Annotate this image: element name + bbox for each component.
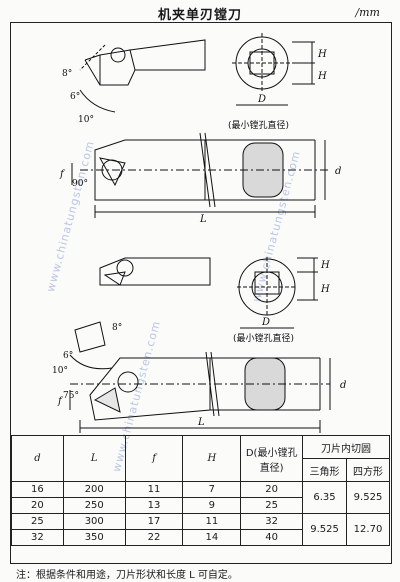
dim-D-bottom-label: D: [261, 317, 270, 328]
header-square: 四方形: [346, 458, 390, 482]
cell-H: 9: [182, 497, 242, 514]
page-title: 机夹单刃镗刀: [157, 8, 242, 23]
bottom-section-view: [237, 257, 318, 329]
header-insert-circle: 刀片内切圆: [302, 435, 390, 459]
cell-d: 20: [11, 497, 64, 514]
header-f: f: [124, 435, 184, 482]
header-L: L: [62, 435, 126, 482]
cell-L: 250: [62, 497, 126, 514]
header-H: H: [182, 435, 242, 482]
top-tool-head-view: [79, 39, 206, 113]
cell-triangle-small: 6.35: [302, 481, 347, 514]
cell-D: 32: [240, 513, 304, 530]
bar-2-long-view: [69, 351, 331, 433]
cell-d: 32: [11, 529, 64, 546]
dim-D-top-label: D: [257, 94, 266, 105]
footnote: 注：根据条件和用途，刀片形状和长度 L 可自定。: [16, 570, 238, 581]
cell-H: 11: [182, 513, 242, 530]
angle-75-label: 75°: [63, 391, 79, 401]
top-section-view: [232, 33, 315, 106]
dim-H-top-label: H: [317, 49, 327, 60]
table-row: 25 300 17 11 32 9.525 12.70: [11, 513, 390, 546]
unit-label: /mm: [355, 6, 380, 19]
spec-table: d L f H D(最小镗孔直径) 刀片内切圆 三角形 四方形 16 200 1…: [11, 435, 390, 546]
dim-f-bottom-label: f: [57, 396, 64, 407]
cell-L: 200: [62, 481, 126, 498]
dim-L-bottom-label: L: [197, 417, 205, 428]
cell-D: 20: [240, 481, 304, 498]
cell-f: 13: [124, 497, 184, 514]
cell-D: 25: [240, 497, 304, 514]
min-bore-caption-2: (最小镗孔直径): [233, 332, 294, 344]
bar-1-long-view: [71, 132, 330, 218]
angle-6-bottom-label: 6°: [63, 351, 73, 361]
dim-H-top-label-2: H: [317, 71, 327, 82]
cell-L: 350: [62, 529, 126, 546]
angle-90-label: 90°: [72, 179, 88, 189]
angle-8-bottom-label: 8°: [112, 323, 122, 333]
table-row: 32 350 22 14 40: [11, 529, 390, 546]
cell-d: 16: [11, 481, 64, 498]
dim-H-bottom-label-b: H: [320, 284, 330, 295]
cell-square-small: 9.525: [346, 481, 390, 514]
angle-10-top-label: 10°: [78, 115, 94, 125]
drawing-frame: [10, 22, 392, 564]
dim-H-bottom-label-a: H: [320, 260, 330, 271]
cell-triangle-large: 9.525: [302, 513, 347, 546]
header-triangle: 三角形: [302, 458, 347, 482]
cell-H: 14: [182, 529, 242, 546]
bar-2-insert-detail: [69, 321, 113, 370]
angle-8-top-label: 8°: [62, 69, 72, 79]
cell-f: 22: [124, 529, 184, 546]
cell-f: 17: [124, 513, 184, 530]
table-row: 16 200 11 7 20 6.35 9.525: [11, 481, 390, 514]
dim-L-top-label: L: [199, 214, 207, 225]
dim-d-top-label: d: [335, 166, 341, 177]
min-bore-caption-1: (最小镗孔直径): [228, 119, 289, 131]
bar-2-head-view: [99, 257, 211, 286]
cell-f: 11: [124, 481, 184, 498]
header-d: d: [11, 435, 64, 482]
angle-10-bottom-label: 10°: [52, 366, 68, 376]
cell-D: 40: [240, 529, 304, 546]
cell-H: 7: [182, 481, 242, 498]
cell-L: 300: [62, 513, 126, 530]
angle-6-top-label: 6°: [70, 92, 80, 102]
cell-d: 25: [11, 513, 64, 530]
dim-d-bottom-label: d: [340, 380, 346, 391]
dim-f-top-label: f: [59, 169, 66, 180]
table-row: 20 250 13 9 25: [11, 497, 390, 514]
technical-drawing: 8° 6° 10° H H D (最小镗孔直径) f 90° d L H H D…: [52, 33, 346, 433]
cell-square-large: 12.70: [346, 513, 390, 546]
header-D: D(最小镗孔直径): [240, 435, 304, 482]
